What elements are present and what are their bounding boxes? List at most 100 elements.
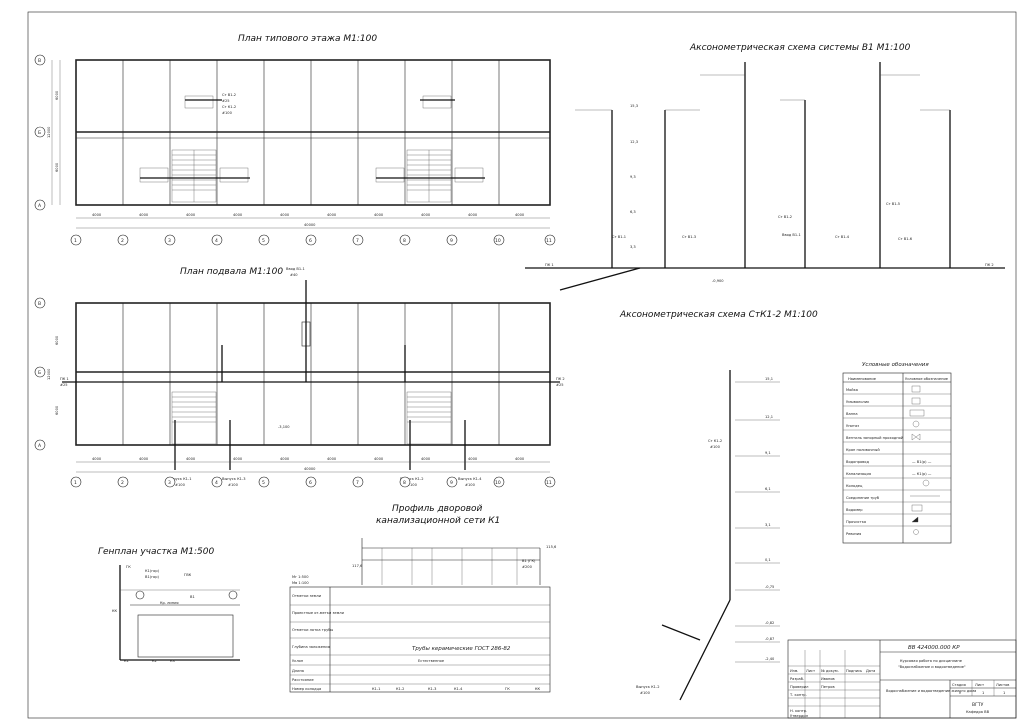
svg-text:6: 6	[309, 480, 312, 486]
svg-text:6,1: 6,1	[765, 487, 771, 491]
svg-text:Лист: Лист	[806, 669, 815, 673]
svg-text:Б: Б	[38, 130, 41, 136]
site-plan: Генплан участка М1:500 ГК К1(гор) В1(гор…	[98, 547, 240, 663]
svg-text:Ст К1-2: Ст К1-2	[222, 105, 236, 109]
svg-text:#100: #100	[228, 483, 239, 487]
svg-text:ГК: ГК	[126, 565, 131, 569]
svg-text:Стадия: Стадия	[952, 683, 966, 687]
floor-col-axes: 1 2 3 4 5 6 7 8 9 10 11	[70, 234, 556, 246]
svg-text:12000: 12000	[47, 126, 51, 138]
svg-text:117,6: 117,6	[352, 564, 363, 568]
axon-k1-title: Аксонометрическая схема СтК1-2 М1:100	[619, 310, 818, 320]
svg-text:4: 4	[215, 480, 218, 486]
svg-text:КК: КК	[112, 609, 118, 613]
svg-text:Глубина заложения: Глубина заложения	[292, 645, 330, 649]
stair-1	[171, 149, 217, 203]
svg-text:12,3: 12,3	[630, 140, 638, 144]
svg-text:— В1(р) —: — В1(р) —	[912, 460, 932, 464]
svg-text:Выпуск К1-4: Выпуск К1-4	[458, 477, 482, 481]
svg-text:1: 1	[74, 480, 77, 486]
svg-text:6: 6	[309, 238, 312, 244]
svg-text:6000: 6000	[55, 162, 59, 172]
sanitary-units	[139, 95, 484, 183]
sewer-profile: Профиль дворовой канализационной сети К1…	[289, 504, 557, 693]
svg-text:#100: #100	[222, 111, 233, 115]
stair-2	[406, 149, 452, 203]
svg-text:2: 2	[121, 480, 124, 486]
svg-text:Изм.: Изм.	[790, 669, 798, 673]
svg-text:Соединение труб: Соединение труб	[846, 496, 880, 500]
svg-text:Петров: Петров	[821, 685, 835, 689]
svg-text:КК: КК	[535, 687, 541, 691]
svg-text:6,3: 6,3	[630, 210, 636, 214]
v1-level-marks: 15,3 12,3 9,3 6,3 3,3	[630, 104, 638, 249]
svg-text:— К1(р) —: — К1(р) —	[912, 472, 932, 476]
svg-text:4000: 4000	[327, 457, 337, 461]
svg-text:ПК 2: ПК 2	[556, 377, 565, 381]
svg-text:В1 (ГК): В1 (ГК)	[522, 559, 536, 563]
svg-text:Выпуск К1-3: Выпуск К1-3	[222, 477, 246, 481]
svg-text:Б: Б	[38, 370, 41, 376]
axon-v1-title: Аксонометрическая схема системы В1 М1:10…	[689, 43, 911, 53]
basement-plan: План подвала М1:100 Ввод В1-1 #40	[34, 267, 565, 488]
svg-text:Ст В1-3: Ст В1-3	[682, 235, 696, 239]
axonometric-k1: Аксонометрическая схема СтК1-2 М1:100 15…	[619, 310, 818, 701]
svg-text:8: 8	[403, 238, 406, 244]
svg-text:№ докум.: № докум.	[821, 669, 839, 673]
svg-text:Выпуск К1-1: Выпуск К1-1	[168, 477, 192, 481]
svg-text:9,3: 9,3	[630, 175, 636, 179]
svg-text:Ст В1-1: Ст В1-1	[612, 235, 626, 239]
svg-text:40000: 40000	[304, 223, 316, 227]
typical-floor-plan: План типового этажа М1:100	[34, 34, 556, 246]
svg-text:3: 3	[168, 238, 171, 244]
svg-text:Прочистка: Прочистка	[846, 520, 866, 524]
svg-text:Номер колодца: Номер колодца	[292, 687, 321, 691]
svg-text:7: 7	[356, 480, 359, 486]
svg-text:#25: #25	[556, 383, 564, 387]
svg-text:Кафедра ВВ: Кафедра ВВ	[966, 710, 990, 714]
svg-text:0,1: 0,1	[765, 558, 771, 562]
svg-text:-2,40: -2,40	[765, 657, 775, 661]
svg-text:#100: #100	[465, 483, 476, 487]
svg-text:ПК 2: ПК 2	[985, 263, 994, 267]
svg-text:15,1: 15,1	[765, 377, 773, 381]
svg-text:Утвердил: Утвердил	[790, 714, 808, 718]
svg-text:Иванов: Иванов	[821, 677, 835, 681]
svg-text:4000: 4000	[421, 457, 431, 461]
svg-text:ГК: ГК	[505, 687, 510, 691]
title-block: ВВ 424000.000 КР Курсовая работа по дисц…	[787, 639, 1017, 719]
svg-text:Отметки земли: Отметки земли	[292, 594, 322, 598]
svg-text:#100: #100	[710, 445, 721, 449]
svg-text:Ст К1-2: Ст К1-2	[708, 439, 722, 443]
svg-text:4000: 4000	[186, 213, 196, 217]
legend-rows: Мойка Умывальник Ванна Унитаз Вентиль за…	[846, 388, 932, 536]
svg-text:1: 1	[1003, 691, 1005, 695]
basement-outer-wall	[75, 302, 551, 446]
svg-text:Колодец: Колодец	[846, 484, 863, 488]
svg-text:4000: 4000	[515, 213, 525, 217]
svg-text:В1(гор): В1(гор)	[145, 575, 160, 579]
svg-text:Водоснабжение и водоотведение: Водоснабжение и водоотведение жилого дом…	[886, 689, 976, 693]
svg-text:Длина: Длина	[292, 669, 304, 673]
svg-text:Ввод В1-1: Ввод В1-1	[286, 267, 305, 271]
svg-text:Разраб.: Разраб.	[790, 677, 804, 681]
profile-table	[289, 586, 551, 693]
svg-text:-0,75: -0,75	[765, 585, 774, 589]
svg-text:#100: #100	[640, 691, 651, 695]
svg-text:4000: 4000	[139, 457, 149, 461]
svg-text:6000: 6000	[55, 90, 59, 100]
svg-text:Ст В1-2: Ст В1-2	[222, 93, 236, 97]
svg-text:11: 11	[546, 480, 552, 486]
svg-text:"Водоснабжение и водоотведение: "Водоснабжение и водоотведение"	[898, 665, 966, 669]
k1-level-marks: 15,1 12,1 9,1 6,1 3,1 0,1 -0,75 -0,82 -0…	[765, 377, 775, 661]
svg-text:Т. контр.: Т. контр.	[789, 693, 807, 697]
basement-row-axes: В Б А	[34, 297, 46, 451]
svg-text:Проектные от-метки земли: Проектные от-метки земли	[292, 611, 345, 615]
svg-text:4: 4	[215, 238, 218, 244]
svg-text:115,6: 115,6	[546, 545, 557, 549]
svg-text:9: 9	[450, 238, 453, 244]
svg-text:Естественное: Естественное	[418, 659, 445, 663]
